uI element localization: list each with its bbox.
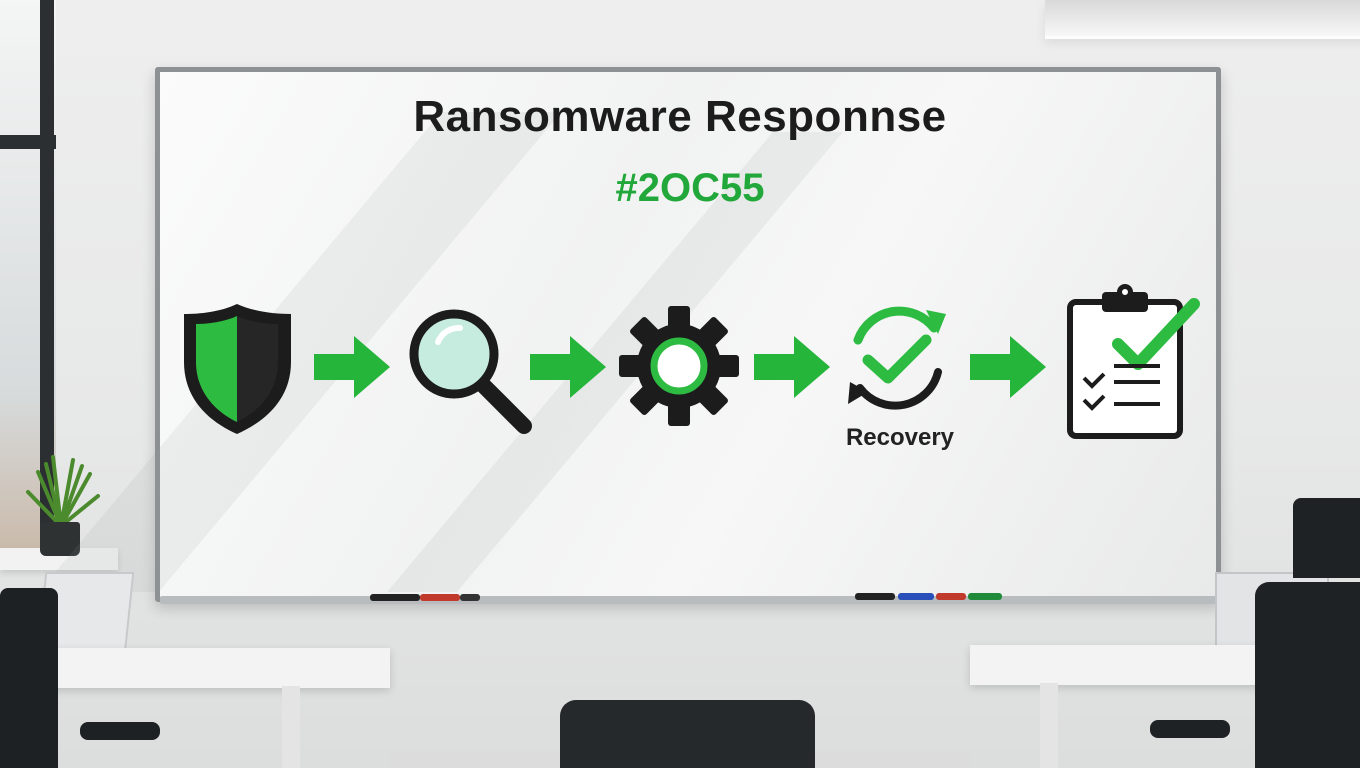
marker [855, 593, 895, 600]
arrow-right-icon [970, 336, 1046, 398]
marker [898, 593, 934, 600]
recovery-cycle-check-icon [848, 306, 946, 410]
office-chair [1293, 498, 1360, 578]
arrow-right-icon [314, 336, 390, 398]
office-chair-arm [80, 722, 160, 740]
office-chair [560, 700, 815, 768]
plant-leaves [26, 455, 100, 528]
marker [936, 593, 966, 600]
shield-icon [184, 304, 291, 434]
clipboard-checklist-icon [1067, 284, 1200, 439]
office-chair [1255, 582, 1360, 768]
marker [968, 593, 1002, 600]
whiteboard-subtitle: #2OC55 [615, 166, 765, 210]
marker [370, 594, 420, 601]
whiteboard-title: Ransomware Responnse [413, 92, 947, 141]
recovery-label: Recovery [845, 424, 955, 451]
office-chair-arm [1150, 720, 1230, 738]
marker [420, 594, 460, 601]
arrow-right-icon [530, 336, 606, 398]
ceiling-light [1045, 0, 1360, 39]
marker-tray [160, 596, 1218, 604]
desk-leg [282, 686, 300, 768]
desk [0, 648, 390, 688]
marker [460, 594, 480, 601]
window-frame-crossbar [0, 135, 56, 149]
plant-pot [40, 522, 80, 556]
desk-leg [1040, 683, 1058, 768]
gear-icon [619, 306, 739, 426]
magnifying-glass-icon [409, 309, 532, 434]
window-sill [0, 548, 118, 570]
arrow-right-icon [754, 336, 830, 398]
office-chair [0, 588, 58, 768]
